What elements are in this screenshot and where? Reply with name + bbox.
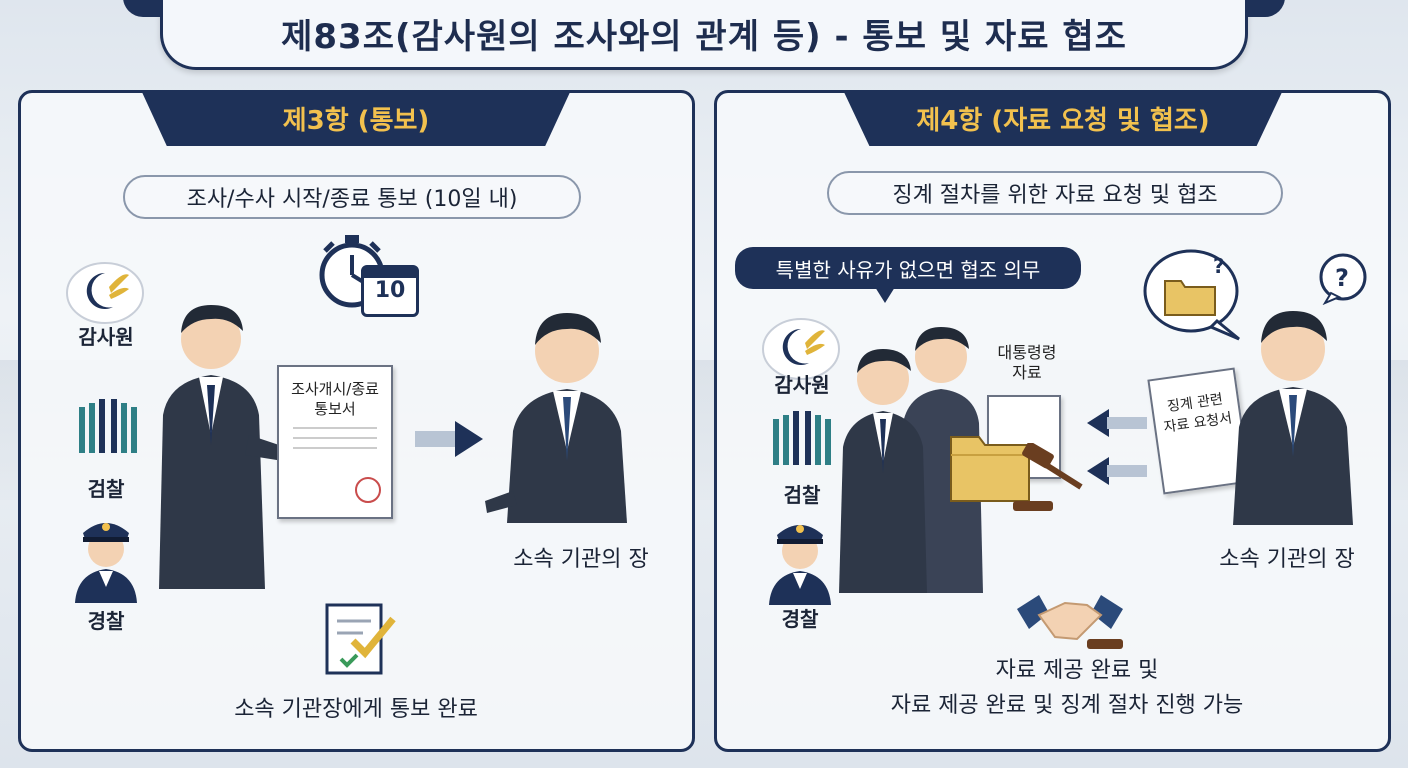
document-title: 조사개시/종료 통보서 xyxy=(291,380,379,418)
agency-head-recipient xyxy=(485,313,627,523)
panel-paragraph-4: 제4항 (자료 요청 및 협조) 징계 절차를 위한 자료 요청 및 협조 특별… xyxy=(714,90,1391,752)
prosecution-logo-icon xyxy=(773,411,831,465)
panel-heading: 제3항 (통보) xyxy=(141,90,571,146)
org-label-prosecution: 검찰 xyxy=(87,477,125,501)
result-label: 소속 기관장에게 통보 완료 xyxy=(234,697,478,722)
page-title: 제83조(감사원의 조사와의 관계 등) - 통보 및 자료 협조 xyxy=(281,17,1127,57)
police-officer-icon xyxy=(769,525,831,605)
speech-bubble: 특별한 사유가 없으면 협조 의무 xyxy=(735,247,1081,303)
doc-line xyxy=(293,437,377,439)
doc-line xyxy=(293,427,377,429)
bai-logo-icon xyxy=(762,318,840,380)
doc-line xyxy=(293,447,377,449)
notification-document: 조사개시/종료 통보서 xyxy=(277,365,393,519)
calendar-header xyxy=(364,268,416,278)
recipient-label: 소속 기관의 장 xyxy=(513,547,649,572)
handshake-icon xyxy=(1017,595,1123,649)
recipient-label: 소속 기관의 장 xyxy=(1219,547,1355,572)
panel-subtitle: 징계 절차를 위한 자료 요청 및 협조 xyxy=(827,171,1283,215)
org-label-bai: 감사원 xyxy=(774,373,830,397)
bai-logo-icon xyxy=(66,262,144,324)
banner-wing-left xyxy=(123,0,163,17)
panel-paragraph-3: 제3항 (통보) 조사/수사 시작/종료 통보 (10일 내) 감사원 검찰 경… xyxy=(18,90,695,752)
thought-bubble-folder-icon: ? xyxy=(1143,249,1240,341)
gavel-icon xyxy=(1013,443,1083,511)
org-label-bai: 감사원 xyxy=(78,325,134,349)
title-banner: 제83조(감사원의 조사와의 관계 등) - 통보 및 자료 협조 xyxy=(123,0,1285,70)
arrow-left-icon xyxy=(1087,457,1147,485)
result-line-1: 자료 제공 완료 및 xyxy=(995,658,1159,683)
official-handing-document xyxy=(159,305,285,589)
panel-subtitle: 조사/수사 시작/종료 통보 (10일 내) xyxy=(123,175,581,219)
org-label-police: 경찰 xyxy=(87,609,125,633)
org-label-prosecution: 검찰 xyxy=(783,483,821,507)
svg-text:?: ? xyxy=(1213,254,1225,278)
panel-heading: 제4항 (자료 요청 및 협조) xyxy=(843,90,1283,146)
calendar-day: 10 xyxy=(374,278,406,303)
seal-stamp-icon xyxy=(355,477,381,503)
question-bubble-icon: ? xyxy=(1319,253,1367,305)
arrow-right-icon xyxy=(415,421,483,457)
result-line-2: 자료 제공 완료 및 징계 절차 진행 가능 xyxy=(890,693,1244,718)
calendar-icon: 10 xyxy=(361,265,419,317)
svg-text:?: ? xyxy=(1335,264,1349,292)
police-officer-icon xyxy=(75,523,137,603)
officials-providing-materials xyxy=(839,327,983,593)
folder-label: 대통령령 자료 xyxy=(997,343,1057,382)
checklist-icon xyxy=(325,603,396,675)
arrow-left-icon xyxy=(1087,409,1147,437)
prosecution-logo-icon xyxy=(79,399,137,453)
banner-wing-right xyxy=(1245,0,1285,17)
agency-head-requester xyxy=(1233,311,1353,525)
org-label-police: 경찰 xyxy=(781,607,819,631)
